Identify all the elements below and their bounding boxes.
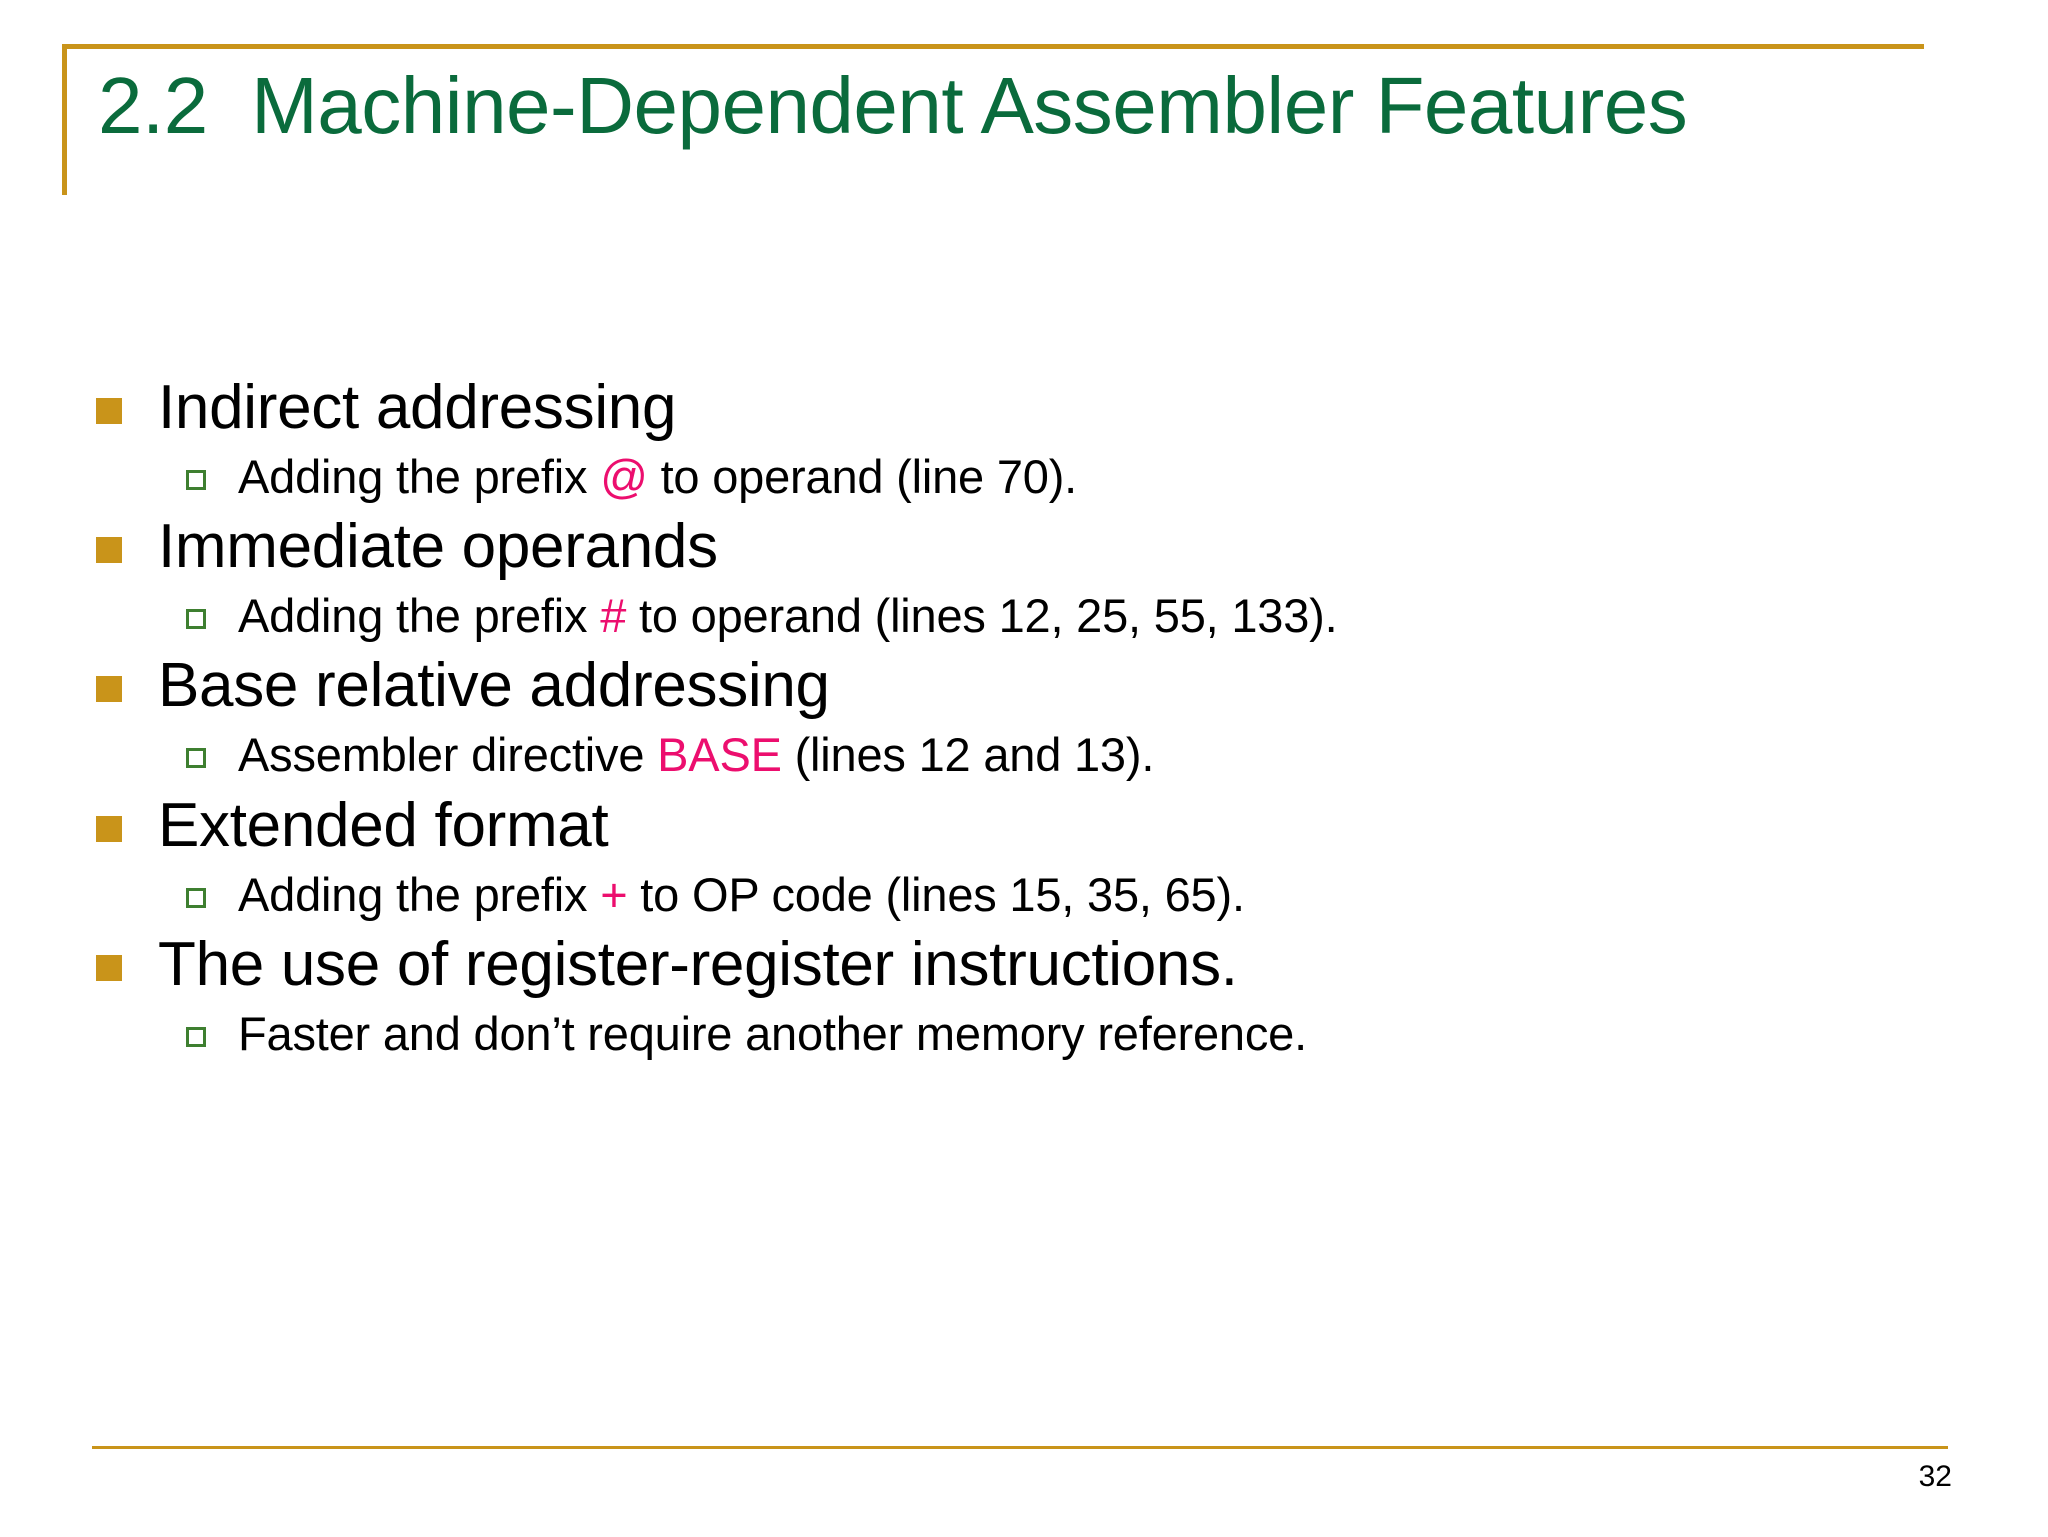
filled-square-bullet-icon: [96, 676, 122, 703]
filled-square-bullet-icon: [96, 537, 122, 564]
filled-square-bullet-icon: [96, 815, 122, 842]
filled-square-bullet-icon: [96, 954, 122, 981]
highlighted-token: @: [600, 449, 648, 503]
bullet-level2: Adding the prefix # to operand (lines 12…: [186, 587, 1986, 644]
hollow-square-bullet-icon: [186, 887, 206, 908]
plain-text: Assembler directive: [238, 728, 658, 782]
plain-text: to OP code (lines 15, 35, 65).: [627, 867, 1245, 921]
plain-text: Adding the prefix: [238, 449, 601, 503]
bullet-level1: Immediate operands: [96, 511, 1986, 583]
plain-text: Adding the prefix: [238, 867, 601, 921]
title-block: 2.2 Machine-Dependent Assembler Features: [62, 44, 1924, 195]
hollow-square-bullet-icon: [186, 609, 206, 630]
page-number: 32: [1918, 1460, 1952, 1493]
highlighted-token: BASE: [657, 728, 782, 782]
plain-text: (lines 12 and 13).: [781, 728, 1155, 782]
bullet-level2: Faster and don’t require another memory …: [186, 1005, 1986, 1062]
bullet-level1-label: Base relative addressing: [158, 651, 830, 721]
bullet-level1: Indirect addressing: [96, 372, 1986, 444]
bullet-level1-label: Immediate operands: [158, 512, 718, 582]
title-accent-bar: [62, 49, 67, 195]
bullet-level1-label: Extended format: [158, 790, 609, 860]
bullet-level2-label: Faster and don’t require another memory …: [238, 1005, 1307, 1062]
hollow-square-bullet-icon: [186, 1026, 206, 1047]
bullet-level2-label: Assembler directive BASE (lines 12 and 1…: [238, 726, 1154, 783]
highlighted-token: +: [600, 867, 628, 921]
bullet-level1: Base relative addressing: [96, 650, 1986, 722]
bullet-level1: Extended format: [96, 790, 1986, 862]
plain-text: to operand (lines 12, 25, 55, 133).: [626, 589, 1338, 643]
plain-text: Faster and don’t require another memory …: [238, 1006, 1307, 1060]
plain-text: Adding the prefix: [238, 589, 601, 643]
bullet-level2: Adding the prefix @ to operand (line 70)…: [186, 448, 1986, 505]
page-title: 2.2 Machine-Dependent Assembler Features: [98, 61, 1688, 150]
bullet-level1-label: The use of register-register instruction…: [158, 929, 1238, 999]
plain-text: to operand (line 70).: [647, 449, 1078, 503]
bullet-level1-label: Indirect addressing: [158, 373, 677, 442]
bullet-level2-label: Adding the prefix + to OP code (lines 15…: [238, 866, 1245, 923]
footer-divider: [92, 1446, 1948, 1449]
bullet-level2: Adding the prefix + to OP code (lines 15…: [186, 866, 1986, 923]
hollow-square-bullet-icon: [186, 748, 206, 769]
bullet-level2-label: Adding the prefix @ to operand (line 70)…: [238, 448, 1077, 505]
bullet-level2-label: Adding the prefix # to operand (lines 12…: [238, 587, 1338, 644]
bullet-level2: Assembler directive BASE (lines 12 and 1…: [186, 726, 1986, 783]
bullet-level1: The use of register-register instruction…: [96, 929, 1986, 1001]
hollow-square-bullet-icon: [186, 469, 206, 490]
filled-square-bullet-icon: [96, 398, 122, 424]
highlighted-token: #: [600, 589, 627, 643]
